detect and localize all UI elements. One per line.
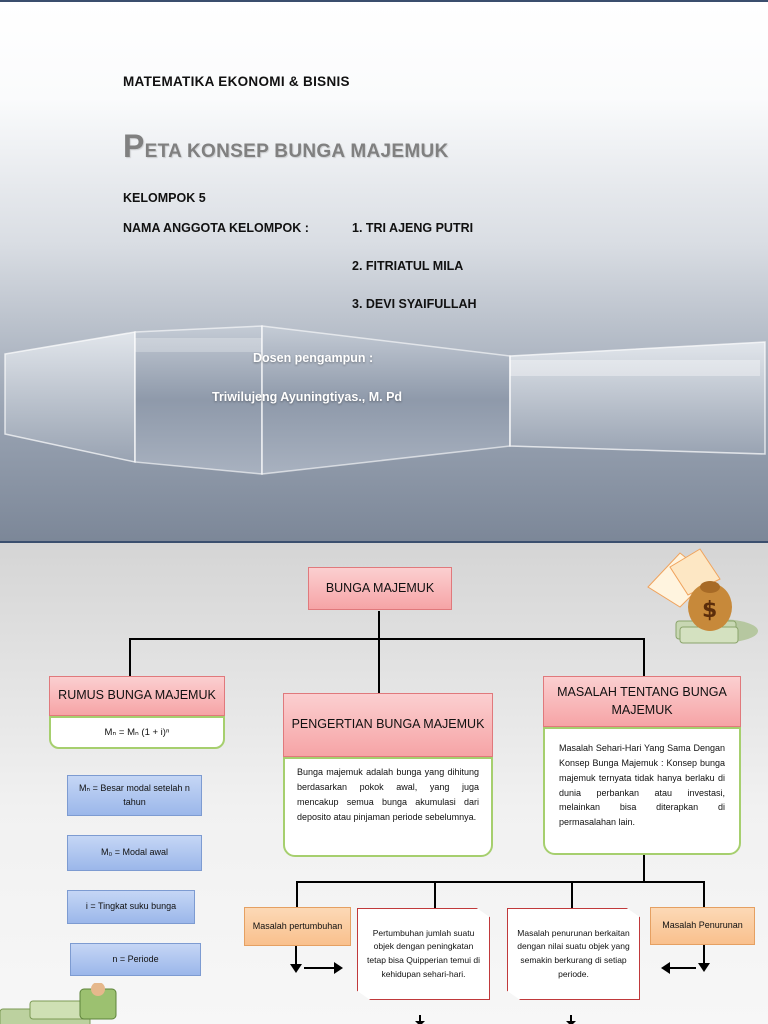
svg-text:$: $	[702, 598, 717, 623]
growth-arrow-icon	[290, 946, 343, 974]
decline-body: Masalah penurunan berkaitan dengan nilai…	[507, 908, 640, 1000]
formula-main: Mₙ = Mₙ (1 + i)ⁿ	[49, 716, 225, 749]
group-label: KELOMPOK 5	[123, 191, 206, 205]
member-1: 1. TRI AJENG PUTRI	[352, 221, 474, 235]
slide-title: PETA KONSEP BUNGA MAJEMUK	[123, 128, 449, 165]
member-3: 3. DEVI SYAIFULLAH	[352, 297, 477, 311]
connector-right-drop	[643, 638, 645, 676]
problems-header: MASALAH TENTANG BUNGA MAJEMUK	[543, 676, 741, 727]
concept-map-slide: BUNGA MAJEMUK RUMUS BUNGA MAJEMUK Mₙ = M…	[0, 541, 768, 1024]
title-initial: P	[123, 128, 145, 164]
definition-header: PENGERTIAN BUNGA MAJEMUK	[283, 693, 493, 757]
decline-body-arrow-icon	[566, 1015, 576, 1024]
connector-growth-body-drop	[434, 881, 436, 909]
decorative-ribbon	[4, 325, 766, 475]
formula-header: RUMUS BUNGA MAJEMUK	[49, 676, 225, 716]
growth-body-arrow-icon	[415, 1015, 425, 1024]
member-2: 2. FITRIATUL MILA	[352, 259, 464, 273]
connector-root-down	[378, 611, 380, 639]
money-bag-illustration-icon: $	[647, 548, 758, 644]
formula-item-n: n = Periode	[70, 943, 201, 976]
lecturer-label: Dosen pengampun :	[253, 351, 374, 365]
title-slide: MATEMATIKA EKONOMI & BISNIS PETA KONSEP …	[0, 0, 768, 541]
lecturer-name: Triwilujeng Ayuningtiyas., M. Pd	[212, 390, 403, 404]
definition-body: Bunga majemuk adalah bunga yang dihitung…	[283, 757, 493, 857]
problems-body: Masalah Sehari-Hari Yang Sama Dengan Kon…	[543, 727, 741, 855]
title-rest: ETA KONSEP BUNGA MAJEMUK	[144, 141, 449, 162]
members-label: NAMA ANGGOTA KELOMPOK :	[123, 221, 309, 235]
formula-item-m0: M₀ = Modal awal	[67, 835, 202, 871]
connector-growth-drop	[296, 881, 298, 907]
connector-left-drop	[129, 638, 131, 676]
decline-label: Masalah Penurunan	[650, 907, 755, 945]
formula-item-i: i = Tingkat suku bunga	[67, 890, 195, 924]
connector-decline-body-drop	[571, 881, 573, 909]
formula-item-mn: Mₙ = Besar modal setelah n tahun	[67, 775, 202, 816]
root-concept: BUNGA MAJEMUK	[308, 567, 452, 610]
money-stack-illustration-icon	[0, 983, 117, 1024]
connector-top-horizontal	[129, 638, 644, 640]
growth-label: Masalah pertumbuhan	[244, 907, 351, 946]
connector-decline-drop	[703, 881, 705, 907]
connector-middle-drop	[378, 638, 380, 693]
growth-body: Pertumbuhan jumlah suatu objek dengan pe…	[357, 908, 490, 1000]
decline-arrow-icon	[661, 945, 710, 974]
course-title: MATEMATIKA EKONOMI & BISNIS	[123, 74, 350, 89]
connector-bottom-horizontal	[296, 881, 704, 883]
connector-right-down	[643, 855, 645, 882]
